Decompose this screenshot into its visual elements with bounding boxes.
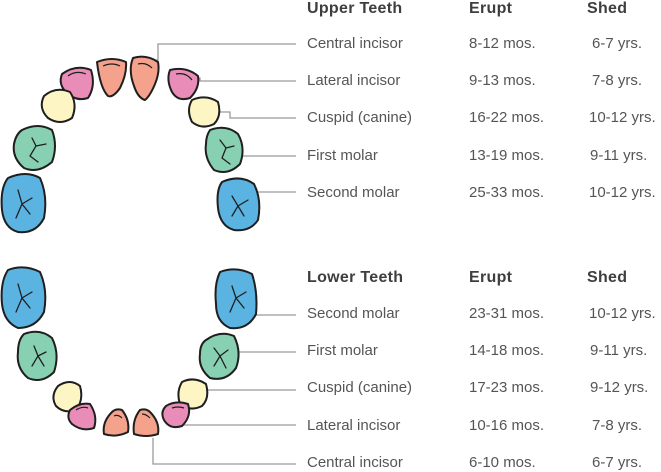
- incisor-ridge: [75, 406, 89, 411]
- upper-row-shed: 10-12 yrs.: [589, 184, 656, 201]
- molar-fissure: [229, 285, 247, 313]
- lower-row-erupt: 10-16 mos.: [469, 417, 545, 434]
- upper-row-erupt: 16-22 mos.: [469, 109, 545, 126]
- incisor-ridge: [137, 62, 153, 69]
- lower-cuspid-right: [177, 378, 209, 410]
- incisor-ridge: [102, 63, 121, 67]
- upper-row-shed: 7-8 yrs.: [592, 72, 643, 89]
- upper-central-incisor-right: [129, 55, 160, 101]
- upper-row-shed: 9-11 yrs.: [590, 147, 648, 164]
- lower-row-tooth: Lateral incisor: [307, 417, 401, 434]
- lower-row-shed: 9-12 yrs.: [590, 379, 649, 396]
- upper-erupt-header: Erupt: [469, 0, 513, 17]
- lower-row-tooth: Second molar: [307, 305, 400, 322]
- upper-row-erupt: 13-19 mos.: [469, 147, 545, 164]
- upper-cuspid-right: [188, 96, 221, 128]
- lower-row-erupt: 6-10 mos.: [469, 454, 536, 471]
- leader-line: [152, 438, 296, 465]
- molar-fissure: [15, 189, 33, 219]
- incisor-ridge: [141, 413, 151, 419]
- upper-row-erupt: 9-13 mos.: [469, 72, 536, 89]
- leader-line: [210, 111, 296, 119]
- lower-central-incisor-right: [132, 408, 160, 437]
- upper-row-erupt: 8-12 mos.: [469, 35, 536, 52]
- lower-row-tooth: Central incisor: [307, 454, 403, 471]
- lower-row-erupt: 17-23 mos.: [469, 379, 545, 396]
- upper-row-tooth: Lateral incisor: [307, 72, 401, 89]
- upper-row-shed: 10-12 yrs.: [589, 109, 656, 126]
- upper-central-incisor-left: [96, 58, 128, 98]
- lower-teeth-header: Lower Teeth: [307, 269, 404, 286]
- upper-row-tooth: First molar: [307, 147, 378, 164]
- incisor-ridge: [175, 73, 193, 81]
- leader-line: [190, 77, 296, 82]
- upper-cuspid-left: [40, 88, 76, 123]
- incisor-ridge: [67, 71, 87, 77]
- upper-teeth-header: Upper Teeth: [307, 0, 403, 17]
- upper-row-tooth: Second molar: [307, 184, 400, 201]
- lower-row-shed: 9-11 yrs.: [590, 342, 648, 359]
- upper-row-erupt: 25-33 mos.: [469, 184, 545, 201]
- incisor-ridge: [113, 414, 123, 419]
- lower-row-erupt: 23-31 mos.: [469, 305, 545, 322]
- upper-first-molar-right: [204, 126, 244, 173]
- leader-line: [135, 43, 296, 61]
- incisor-ridge: [171, 406, 185, 409]
- lower-row-erupt: 14-18 mos.: [469, 342, 545, 359]
- lower-shed-header: Shed: [587, 269, 628, 286]
- upper-second-molar-right: [216, 177, 261, 232]
- lower-row-tooth: First molar: [307, 342, 378, 359]
- upper-shed-header: Shed: [587, 0, 628, 17]
- lower-central-incisor-left: [102, 408, 130, 437]
- lower-lateral-incisor-left: [67, 402, 97, 431]
- molar-fissure: [29, 137, 47, 163]
- upper-row-shed: 6-7 yrs.: [592, 35, 643, 52]
- lower-erupt-header: Erupt: [469, 269, 513, 286]
- lower-row-shed: 10-12 yrs.: [589, 305, 656, 322]
- lower-row-shed: 7-8 yrs.: [592, 417, 643, 434]
- molar-fissure: [231, 195, 249, 217]
- upper-lateral-incisor-right: [167, 67, 200, 101]
- lower-lateral-incisor-right: [161, 401, 191, 429]
- upper-row-tooth: Central incisor: [307, 35, 403, 52]
- lower-row-shed: 6-7 yrs.: [592, 454, 643, 471]
- molar-fissure: [15, 283, 33, 313]
- molar-fissure: [219, 139, 235, 165]
- lower-first-molar-left: [16, 330, 58, 381]
- molar-fissure: [213, 347, 229, 369]
- molar-fissure: [31, 345, 47, 367]
- lower-row-tooth: Cuspid (canine): [307, 379, 413, 396]
- upper-row-tooth: Cuspid (canine): [307, 109, 413, 126]
